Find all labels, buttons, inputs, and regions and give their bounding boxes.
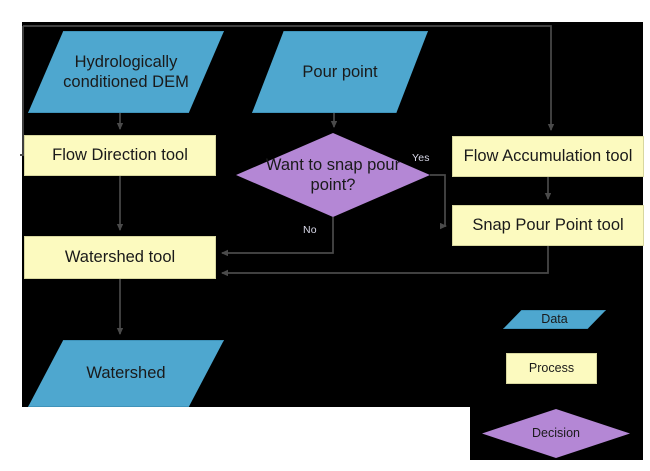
node-label: Want to snap pour point?	[265, 155, 401, 194]
node-flow-direction-tool[interactable]: Flow Direction tool	[24, 135, 216, 176]
legend-label: Process	[528, 360, 575, 375]
legend-label: Decision	[532, 425, 580, 440]
legend-item-decision: Decision	[482, 409, 630, 458]
process-shape	[452, 136, 644, 177]
process-shape	[452, 205, 644, 246]
data-shape	[28, 340, 224, 407]
process-shape	[24, 135, 216, 176]
node-label: Flow Direction tool	[52, 146, 188, 165]
node-watershed-tool[interactable]: Watershed tool	[24, 236, 216, 279]
node-label: Flow Accumulation tool	[463, 147, 633, 166]
node-want-to-snap-pour-point-decision[interactable]: Want to snap pour point?	[236, 133, 430, 217]
node-pour-point[interactable]: Pour point	[252, 31, 428, 113]
node-watershed[interactable]: Watershed	[28, 340, 224, 407]
node-label: Hydrologically conditioned DEM	[63, 52, 189, 91]
legend-item-data: Data	[503, 310, 606, 329]
node-label: Watershed tool	[64, 248, 176, 267]
node-snap-pour-point-tool[interactable]: Snap Pour Point tool	[452, 205, 644, 246]
node-flow-accumulation-tool[interactable]: Flow Accumulation tool	[452, 136, 644, 177]
node-label: Pour point	[302, 62, 378, 81]
node-label: Snap Pour Point tool	[472, 216, 624, 235]
process-shape	[24, 236, 216, 279]
legend-item-process: Process	[506, 353, 597, 384]
process-shape	[506, 353, 597, 384]
node-label: Watershed	[86, 364, 166, 383]
branch-label-no: No	[303, 224, 317, 236]
legend-label: Data	[541, 311, 568, 326]
branch-label-yes: Yes	[412, 152, 430, 164]
node-hydrologically-conditioned-dem[interactable]: Hydrologically conditioned DEM	[28, 31, 224, 113]
